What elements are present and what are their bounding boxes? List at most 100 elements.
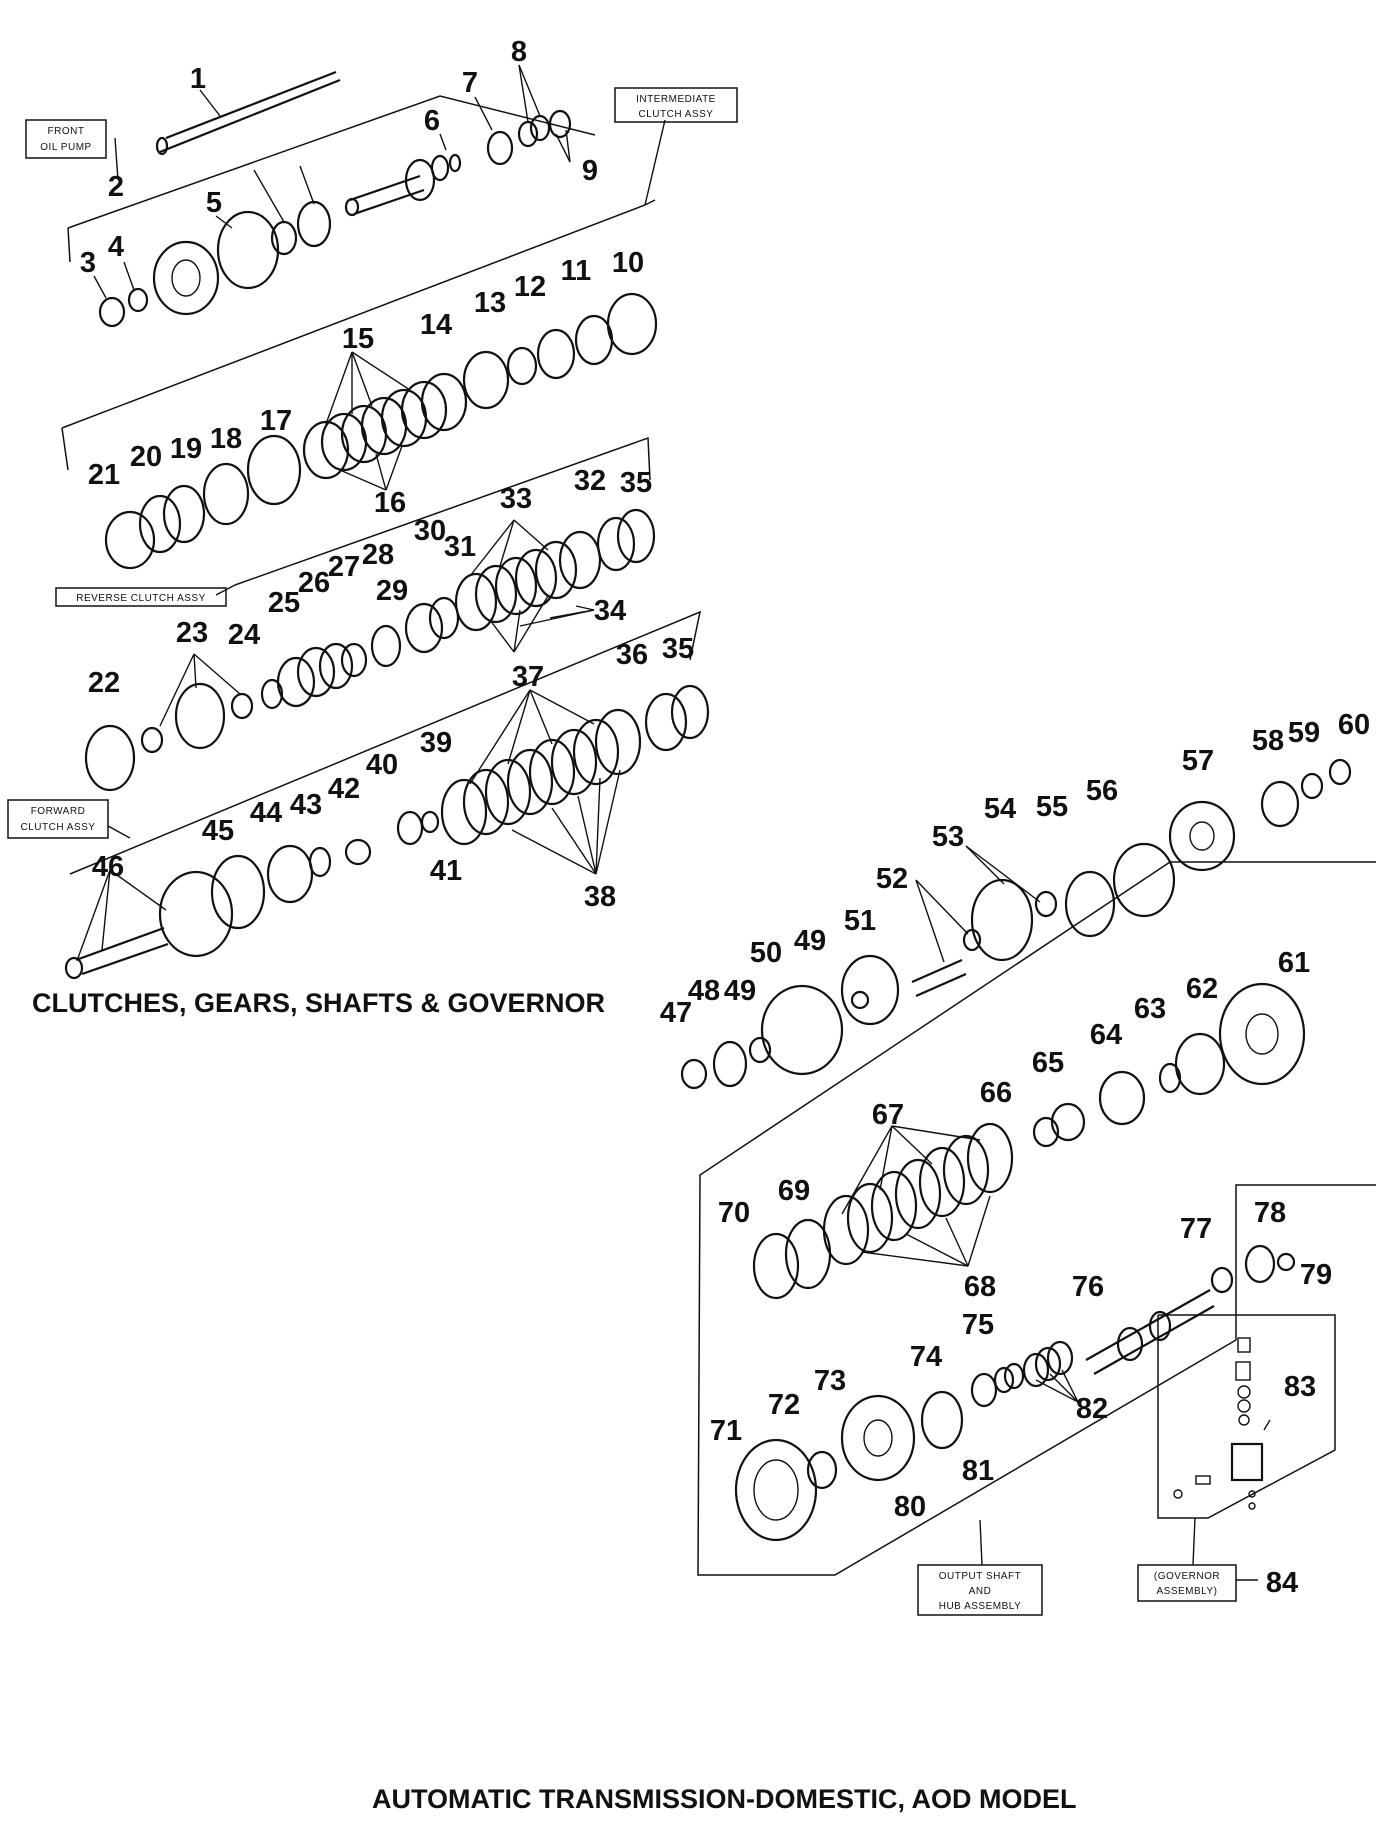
callout-7: 7 — [462, 67, 478, 99]
parts-governor — [1173, 1337, 1271, 1510]
callout-55: 55 — [1036, 791, 1068, 823]
callout-68: 68 — [964, 1271, 996, 1303]
callout-64: 64 — [1090, 1019, 1122, 1051]
callout-71: 71 — [710, 1415, 742, 1447]
box-output-shaft-hub: OUTPUT SHAFT AND HUB ASSEMBLY — [917, 1564, 1043, 1616]
callout-54: 54 — [984, 793, 1016, 825]
callout-41: 41 — [430, 855, 462, 887]
svg-text:OIL PUMP: OIL PUMP — [40, 142, 91, 153]
callout-48: 48 — [688, 975, 720, 1007]
box-governor: (GOVERNOR ASSEMBLY) — [1137, 1564, 1258, 1602]
callout-67: 67 — [872, 1099, 904, 1131]
callout-49a: 49 — [724, 975, 756, 1007]
parts-row-2 — [104, 292, 658, 570]
callout-34: 34 — [594, 595, 626, 627]
callout-25: 25 — [268, 587, 300, 619]
callout-58: 58 — [1252, 725, 1284, 757]
callout-40: 40 — [366, 749, 398, 781]
callout-65: 65 — [1032, 1047, 1064, 1079]
callout-16: 16 — [374, 487, 406, 519]
callout-3: 3 — [80, 247, 96, 279]
svg-text:(GOVERNOR: (GOVERNOR — [1154, 1571, 1220, 1582]
callout-31: 31 — [444, 531, 476, 563]
callout-8: 8 — [511, 36, 527, 68]
callout-27: 27 — [328, 551, 360, 583]
callout-73: 73 — [814, 1365, 846, 1397]
parts-row-4 — [64, 684, 710, 980]
callout-50: 50 — [750, 937, 782, 969]
callout-39: 39 — [420, 727, 452, 759]
callout-13: 13 — [474, 287, 506, 319]
callout-52: 52 — [876, 863, 908, 895]
callout-4: 4 — [108, 231, 124, 263]
callout-80: 80 — [894, 1491, 926, 1523]
callout-37: 37 — [512, 661, 544, 693]
callout-84: 84 — [1266, 1567, 1298, 1599]
callout-75: 75 — [962, 1309, 994, 1341]
callout-56: 56 — [1086, 775, 1118, 807]
callout-59: 59 — [1288, 717, 1320, 749]
svg-text:AND: AND — [969, 1586, 992, 1597]
box-front-oil-pump: FRONT OIL PUMP — [25, 119, 107, 159]
callout-45: 45 — [202, 815, 234, 847]
callout-5: 5 — [206, 187, 222, 219]
callout-70: 70 — [718, 1197, 750, 1229]
callout-81: 81 — [962, 1455, 994, 1487]
svg-text:FRONT: FRONT — [48, 126, 85, 137]
box-intermediate-clutch: INTERMEDIATE CLUTCH ASSY — [614, 87, 738, 123]
callout-numbers: 1 2 3 4 5 6 7 8 9 10 11 12 13 14 15 16 1… — [80, 36, 1370, 1599]
callout-60: 60 — [1338, 709, 1370, 741]
callout-12: 12 — [514, 271, 546, 303]
parts-output-assembly — [734, 982, 1306, 1542]
leader-lines — [77, 64, 1079, 1403]
callout-44: 44 — [250, 797, 282, 829]
callout-42: 42 — [328, 773, 360, 805]
callout-79: 79 — [1300, 1259, 1332, 1291]
callout-49b: 49 — [794, 925, 826, 957]
callout-14: 14 — [420, 309, 452, 341]
section-heading: CLUTCHES, GEARS, SHAFTS & GOVERNOR — [32, 988, 606, 1018]
callout-53: 53 — [932, 821, 964, 853]
box-reverse-clutch: REVERSE CLUTCH ASSY — [55, 587, 227, 607]
callout-26: 26 — [298, 567, 330, 599]
callout-10: 10 — [612, 247, 644, 279]
callout-35b: 35 — [662, 633, 694, 665]
callout-11: 11 — [561, 255, 592, 287]
callout-36: 36 — [616, 639, 648, 671]
callout-32: 32 — [574, 465, 606, 497]
callout-74: 74 — [910, 1341, 942, 1373]
callout-69: 69 — [778, 1175, 810, 1207]
callout-19: 19 — [170, 433, 202, 465]
callout-1: 1 — [190, 63, 206, 95]
callout-38: 38 — [584, 881, 616, 913]
svg-text:CLUTCH ASSY: CLUTCH ASSY — [639, 109, 714, 120]
callout-82: 82 — [1076, 1393, 1108, 1425]
callout-47: 47 — [660, 997, 692, 1029]
parts-row-3 — [84, 508, 656, 792]
callout-28: 28 — [362, 539, 394, 571]
callout-2: 2 — [108, 171, 124, 203]
callout-17: 17 — [260, 405, 292, 437]
callout-57: 57 — [1182, 745, 1214, 777]
svg-text:INTERMEDIATE: INTERMEDIATE — [636, 94, 716, 105]
callout-63: 63 — [1134, 993, 1166, 1025]
svg-text:HUB ASSEMBLY: HUB ASSEMBLY — [939, 1601, 1022, 1612]
svg-text:REVERSE CLUTCH ASSY: REVERSE CLUTCH ASSY — [76, 593, 206, 604]
callout-46: 46 — [92, 851, 124, 883]
callout-22: 22 — [88, 667, 120, 699]
svg-text:OUTPUT SHAFT: OUTPUT SHAFT — [939, 1571, 1021, 1582]
callout-20: 20 — [130, 441, 162, 473]
callout-18: 18 — [210, 423, 242, 455]
svg-text:CLUTCH ASSY: CLUTCH ASSY — [21, 822, 96, 833]
callout-66: 66 — [980, 1077, 1012, 1109]
callout-77: 77 — [1180, 1213, 1212, 1245]
callout-23: 23 — [176, 617, 208, 649]
callout-76: 76 — [1072, 1271, 1104, 1303]
parts-gear-train — [680, 758, 1352, 1090]
callout-83: 83 — [1284, 1371, 1316, 1403]
callout-51: 51 — [844, 905, 876, 937]
callout-61: 61 — [1278, 947, 1310, 979]
callout-24: 24 — [228, 619, 260, 651]
callout-33: 33 — [500, 483, 532, 515]
